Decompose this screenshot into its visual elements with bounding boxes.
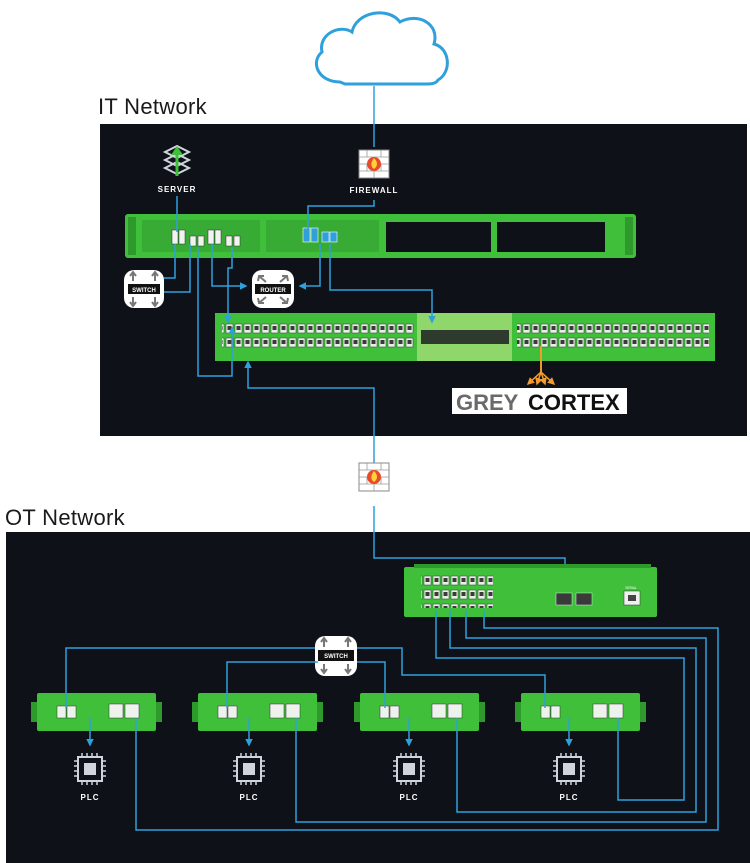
- ot-main-switch: [404, 564, 657, 617]
- switch-ot-label: SWITCH: [324, 654, 348, 660]
- plc-chip-icon-3: [393, 753, 425, 785]
- greycortex-grey: GREY: [456, 390, 519, 415]
- ot-network-links: [65, 610, 719, 831]
- serial-label: SERIAL: [625, 586, 637, 590]
- switch-icon-it: [124, 270, 164, 308]
- ot-tap-2: [192, 693, 323, 731]
- plc-label-2: PLC: [240, 793, 259, 802]
- router-label: ROUTER: [260, 288, 286, 294]
- plc-label-3: PLC: [400, 793, 419, 802]
- switch-it-label: SWITCH: [132, 288, 156, 294]
- plc-chip-icon-1: [74, 753, 106, 785]
- ot-tap-3: [354, 693, 485, 731]
- it-network-title: IT Network: [98, 94, 207, 119]
- ot-network-title: OT Network: [5, 505, 125, 530]
- cloud-icon: [315, 11, 449, 86]
- it-network-panel: [100, 124, 747, 436]
- greycortex-cortex: CORTEX: [528, 390, 620, 415]
- firewall-middle-label: FIREWALL: [350, 499, 399, 508]
- ot-tap-1: [31, 693, 162, 731]
- plc-chip-icon-4: [553, 753, 585, 785]
- server-label: SERVER: [158, 185, 197, 194]
- greycortex-logo-bg: [452, 388, 627, 414]
- firewall-icon-middle: [358, 462, 390, 492]
- it-core-switch: [215, 313, 715, 361]
- rack-chassis: [125, 214, 636, 258]
- firewall-top-label: FIREWALL: [350, 186, 399, 195]
- switch-icon-ot: [315, 636, 357, 676]
- greycortex-mirror-links: [526, 346, 556, 386]
- plc-label-1: PLC: [81, 793, 100, 802]
- server-icon: [162, 144, 192, 176]
- ot-tap-4: [515, 693, 646, 731]
- plc-label-4: PLC: [560, 793, 579, 802]
- firewall-icon-top: [358, 149, 390, 179]
- plc-chip-icon-2: [233, 753, 265, 785]
- router-icon: [252, 270, 294, 308]
